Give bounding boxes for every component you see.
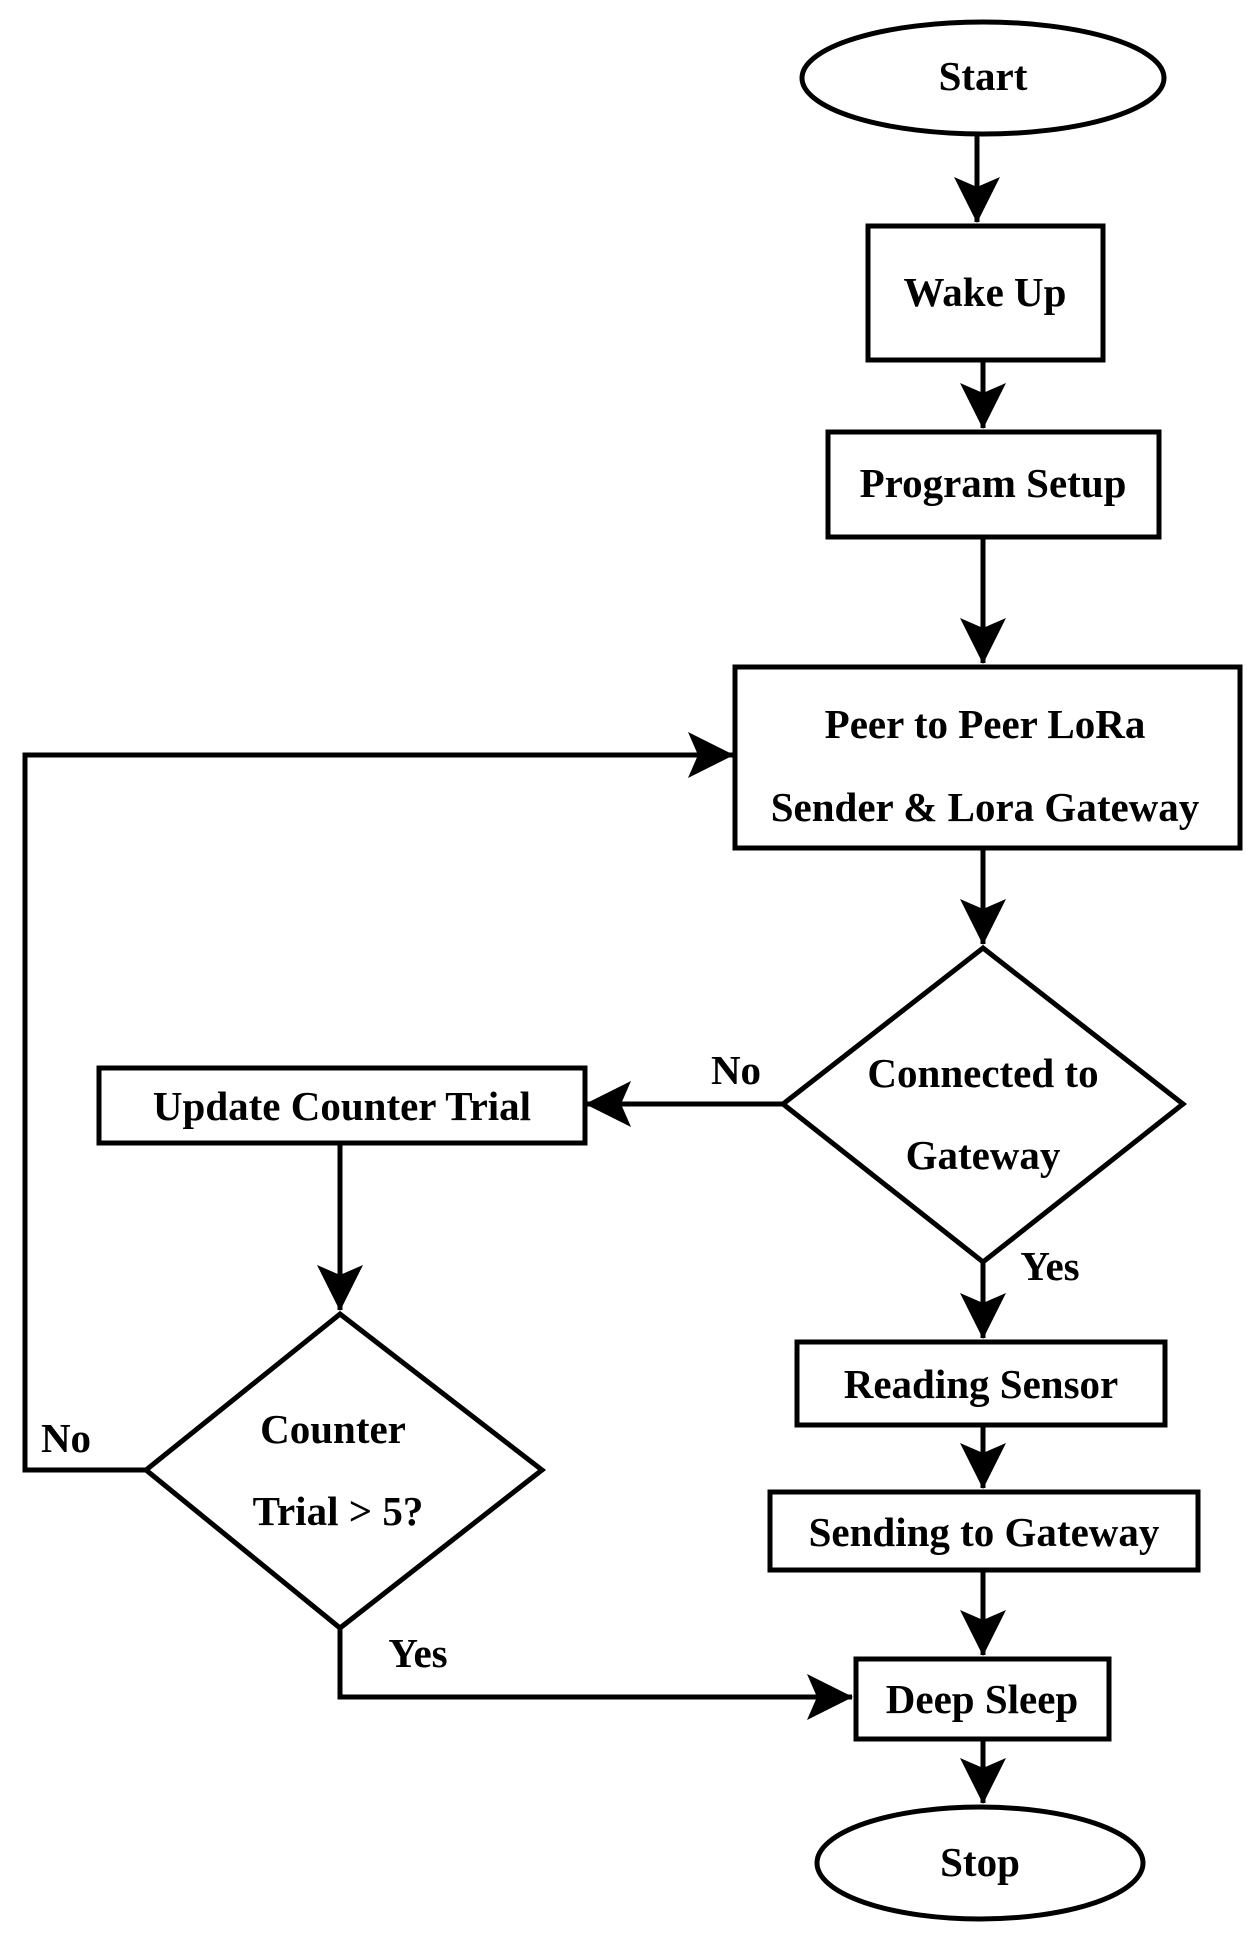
deep-sleep-label: Deep Sleep: [886, 1676, 1078, 1722]
update-counter-label: Update Counter Trial: [153, 1083, 531, 1129]
counter-label-line2: Trial > 5?: [253, 1488, 424, 1534]
counter-yes-label: Yes: [388, 1630, 447, 1676]
stop-label: Stop: [940, 1839, 1020, 1885]
peer-to-peer-box: Peer to Peer LoRa Sender & Lora Gateway: [732, 664, 1243, 851]
sending-to-gateway-box: Sending to Gateway: [767, 1489, 1201, 1573]
start-label: Start: [939, 53, 1028, 99]
wake-up-box: Wake Up: [865, 223, 1106, 363]
stop-terminal: Stop: [814, 1804, 1146, 1922]
update-counter-box: Update Counter Trial: [96, 1065, 588, 1146]
arrow-counter-no-loop-to-peer: [22, 732, 734, 1473]
connected-label-line1: Connected to: [867, 1050, 1098, 1096]
program-setup-label: Program Setup: [860, 460, 1127, 506]
reading-sensor-label: Reading Sensor: [844, 1361, 1119, 1407]
counter-no-label: No: [41, 1415, 91, 1461]
connected-decision: Connected to Gateway: [778, 944, 1188, 1266]
wake-up-label: Wake Up: [904, 269, 1067, 315]
connected-label-line2: Gateway: [906, 1132, 1061, 1178]
counter-decision: Counter Trial > 5?: [142, 1310, 547, 1632]
connectors: [22, 132, 1006, 1804]
program-setup-box: Program Setup: [825, 429, 1162, 540]
deep-sleep-box: Deep Sleep: [853, 1656, 1112, 1742]
arrow-counter-yes-to-deepsleep: [337, 1628, 853, 1720]
start-terminal: Start: [799, 19, 1167, 137]
connected-no-label: No: [711, 1047, 761, 1093]
peer-to-peer-label-line2: Sender & Lora Gateway: [771, 784, 1200, 830]
connected-yes-label: Yes: [1020, 1243, 1079, 1289]
reading-sensor-box: Reading Sensor: [794, 1339, 1168, 1428]
peer-to-peer-label-line1: Peer to Peer LoRa: [825, 701, 1146, 747]
sending-to-gateway-label: Sending to Gateway: [809, 1509, 1160, 1555]
counter-label-line1: Counter: [260, 1406, 406, 1452]
